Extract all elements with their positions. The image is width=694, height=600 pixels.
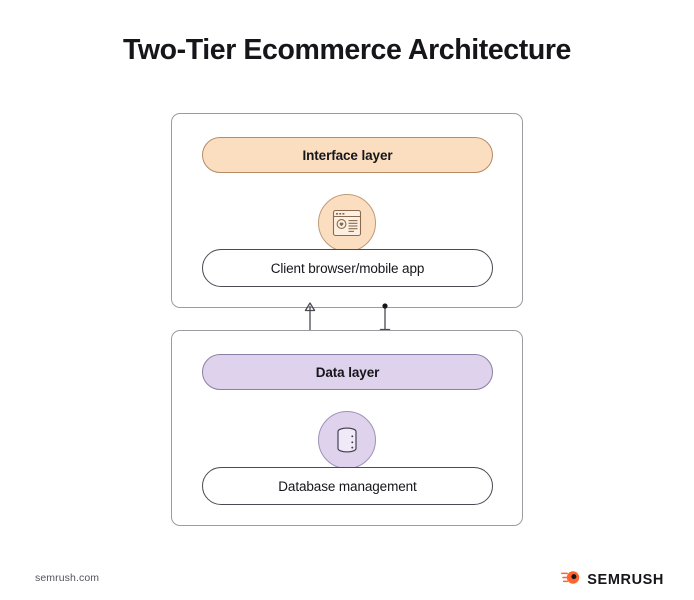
semrush-wordmark: SEMRUSH <box>587 572 664 588</box>
footer-url: semrush.com <box>35 572 100 584</box>
data-tier-container: Data layer Database management <box>171 330 523 526</box>
semrush-logo: SEMRUSH <box>561 570 664 590</box>
interface-tier-container: Interface layer Client browser/mobile ap… <box>171 113 523 308</box>
database-management-node: Database management <box>202 467 493 505</box>
browser-window-icon <box>318 194 376 252</box>
database-management-label: Database management <box>278 478 417 494</box>
page-title: Two-Tier Ecommerce Architecture <box>123 34 571 66</box>
interface-layer-label: Interface layer <box>302 147 393 163</box>
interface-layer-pill: Interface layer <box>202 137 493 173</box>
database-icon <box>318 411 376 469</box>
semrush-comet-icon <box>561 570 580 590</box>
client-browser-label: Client browser/mobile app <box>270 260 425 276</box>
data-layer-label: Data layer <box>315 364 380 380</box>
client-browser-node: Client browser/mobile app <box>202 249 493 287</box>
data-layer-pill: Data layer <box>202 354 493 390</box>
